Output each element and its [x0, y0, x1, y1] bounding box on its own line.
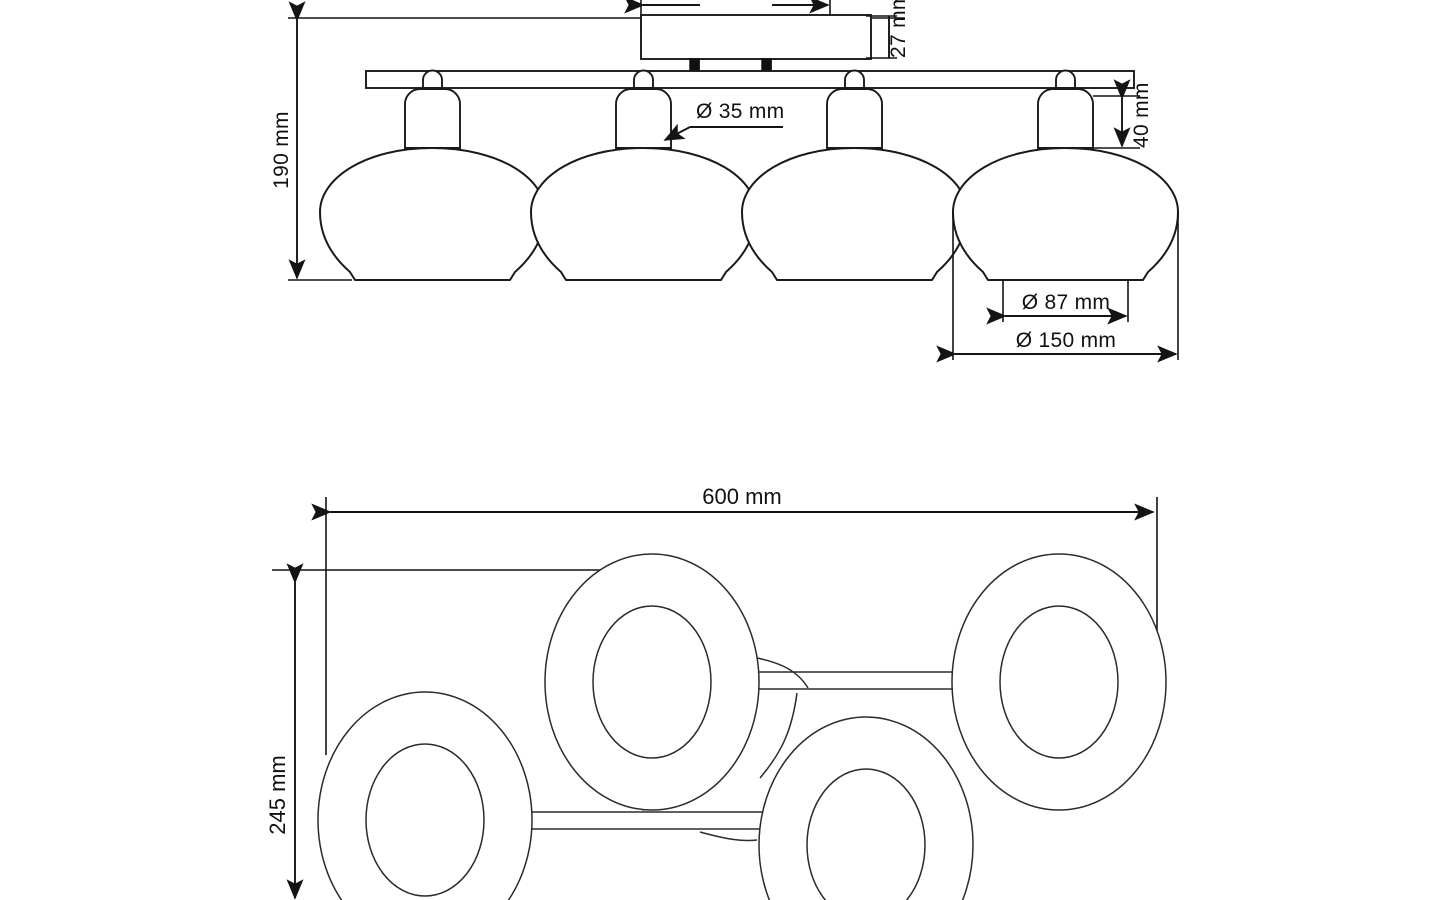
dimension-label-27mm: 27 mm	[887, 0, 910, 58]
lamp-assembly-4	[952, 69, 1179, 281]
lamp-assembly-1	[319, 69, 546, 281]
lamp-socket-1	[404, 88, 461, 149]
dimension-total-length-600: 600 mm	[311, 484, 1158, 755]
lamp-ring-plan-4	[951, 553, 1167, 811]
lamp-ring-plan-2	[544, 553, 760, 811]
lamp-assembly-3	[741, 69, 968, 281]
lamp-socket-2	[615, 88, 672, 149]
lamp-ring-plan-1	[317, 691, 533, 900]
dimension-label-40mm: 40 mm	[1130, 82, 1153, 148]
lamp-stem-3	[844, 69, 865, 89]
dimension-label-245mm: 245 mm	[265, 755, 290, 834]
socket-outline-1	[365, 743, 485, 897]
lamp-ring-plan-3	[758, 716, 974, 900]
lamp-stem-1	[422, 69, 443, 89]
ceiling-canopy-plate	[640, 14, 872, 76]
dimension-label-87mm: Ø 87 mm	[1022, 291, 1110, 314]
dimension-label-190mm: 190 mm	[270, 111, 293, 189]
lamp-socket-3	[826, 88, 883, 149]
dimension-label-150mm: Ø 150 mm	[1016, 329, 1116, 352]
socket-outline-3	[806, 768, 926, 900]
lamp-shade-2	[530, 147, 757, 281]
lamp-stem-4	[1055, 69, 1076, 89]
dimension-shade-base-87: Ø 87 mm	[986, 280, 1129, 325]
dimension-socket-diameter-35: Ø 35 mm	[663, 100, 784, 141]
dimension-socket-height-40: 40 mm	[1093, 79, 1153, 149]
lamp-stem-2	[633, 69, 654, 89]
dimension-label-600mm: 600 mm	[702, 484, 781, 509]
dimension-canopy-height-27: 27 mm	[866, 0, 910, 59]
socket-outline-4	[999, 605, 1119, 759]
dimension-total-depth-245: 245 mm	[265, 563, 304, 900]
lamp-socket-4	[1037, 88, 1094, 149]
lamp-shade-4	[952, 147, 1179, 281]
dimension-total-height-190: 190 mm	[270, 1, 306, 280]
dimension-shade-diameter-150: Ø 150 mm	[936, 212, 1179, 363]
socket-outline-2	[592, 605, 712, 759]
lamp-shade-1	[319, 147, 546, 281]
lamp-assembly-2	[530, 69, 757, 281]
mounting-bar-front	[365, 70, 1135, 89]
dimension-label-35mm: Ø 35 mm	[696, 100, 784, 123]
front-elevation-view: 27 mm	[270, 0, 1179, 363]
plan-view: 600 mm 245 mm	[265, 484, 1167, 900]
lamp-shade-3	[741, 147, 968, 281]
